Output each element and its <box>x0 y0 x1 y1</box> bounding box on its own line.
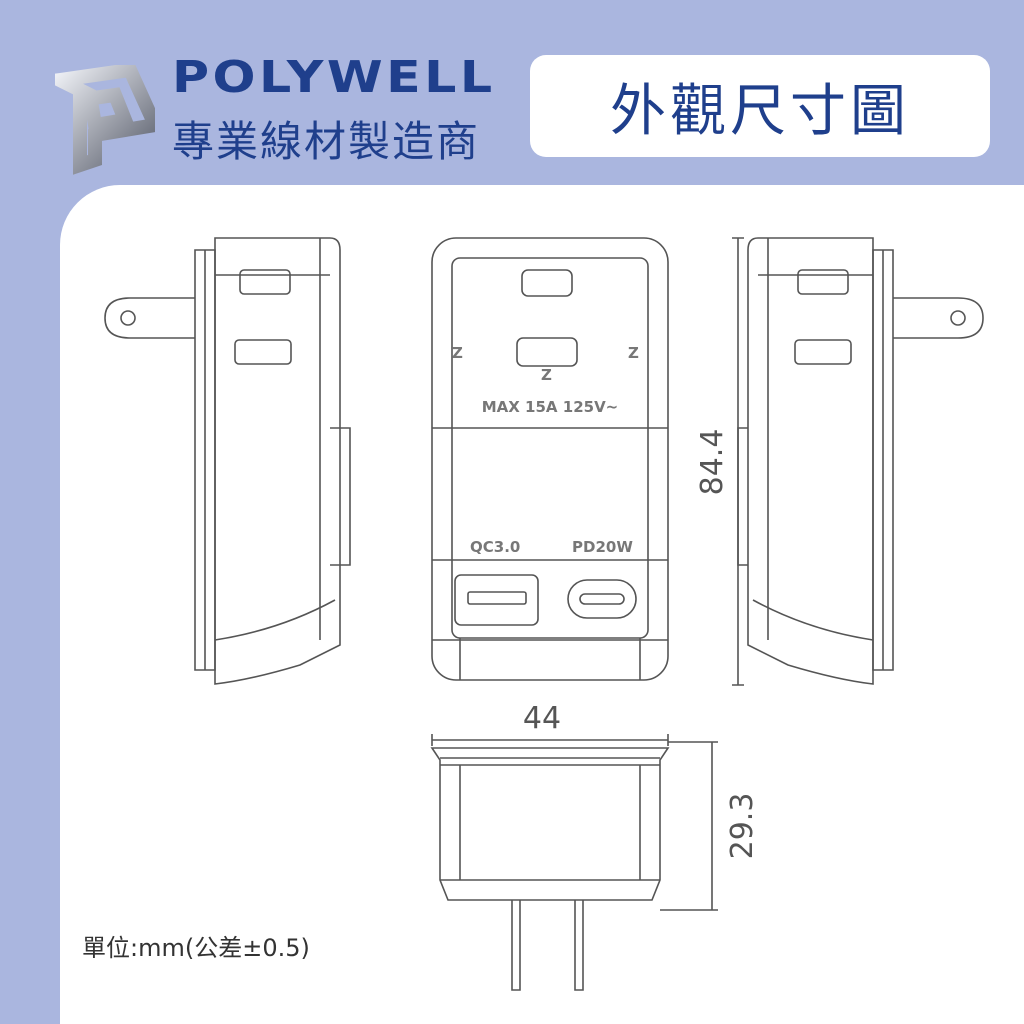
brand-name: POLYWELL <box>172 52 496 103</box>
socket-mark: Z <box>452 344 463 362</box>
usb-c-label: PD20W <box>572 538 633 556</box>
usb-a-label: QC3.0 <box>470 538 520 556</box>
title-box: 外觀尺寸圖 <box>530 55 990 157</box>
usb-a-port <box>454 574 539 626</box>
socket-mark: Z <box>628 344 639 362</box>
rating-label: MAX 15A 125V~ <box>482 398 619 416</box>
brand-slogan: 專業線材製造商 <box>172 117 481 166</box>
width-dimension: 44 <box>523 701 561 736</box>
socket-mark: Z <box>541 366 552 384</box>
right-side-view <box>737 237 984 685</box>
usb-c-port <box>567 579 637 619</box>
top-view <box>430 747 670 991</box>
left-side-view <box>104 237 351 685</box>
polywell-logo-icon <box>55 65 155 175</box>
front-view: Z Z Z MAX 15A 125V~ QC3.0 PD20W <box>431 237 669 681</box>
content-panel <box>60 185 1024 1024</box>
height-dimension: 84.4 <box>695 429 730 496</box>
page-title: 外觀尺寸圖 <box>610 78 910 144</box>
unit-note: 單位:mm(公差±0.5) <box>82 934 310 962</box>
depth-dimension: 29.3 <box>725 793 760 860</box>
